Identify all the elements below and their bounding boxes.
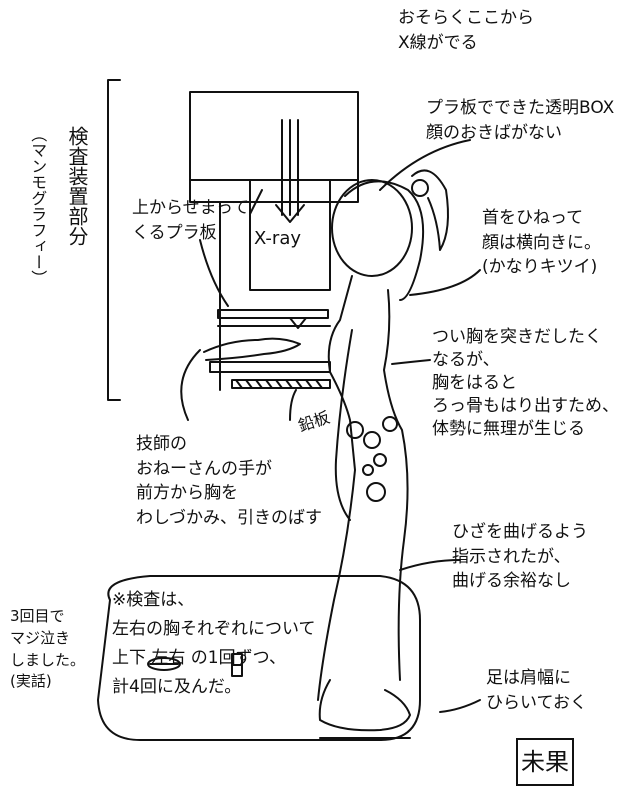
- arrow-lead: [289, 389, 297, 421]
- woman-head: [331, 179, 413, 277]
- technician-hand: [203, 337, 301, 361]
- label-upper-plate: 上からせまって くるプラ板: [132, 198, 250, 243]
- ponytail: [411, 169, 449, 251]
- label-plastic-box: プラ板でできた透明BOX 顔のおきばがない: [426, 98, 615, 143]
- woman-hair: [344, 180, 425, 301]
- arrow-knees: [399, 559, 461, 571]
- label-xray-source: おそらくここから X線がでる: [398, 8, 534, 53]
- arrow-feet: [439, 699, 481, 713]
- label-exam-note: ※検査は、 左右の胸それぞれについて 上下 左右 の1回ずつ、 計4回に及んだ。: [112, 590, 316, 697]
- label-device-section: 検査装置部分: [65, 126, 89, 246]
- label-knees: ひざを曲げるよう 指示されたが、 曲げる余裕なし: [452, 522, 588, 592]
- arrow-upper-plate: [199, 239, 229, 307]
- exam-note-bubble: [97, 575, 421, 741]
- upper-plate: [217, 309, 329, 319]
- arrow-plastic-box: [379, 139, 471, 191]
- woman-arm: [334, 329, 353, 521]
- lower-plate: [209, 361, 331, 373]
- woman-body: [317, 275, 356, 701]
- label-device-section-note: （マンモグラフィー）: [28, 126, 48, 286]
- label-technician: 技師の おねーさんの手が 前方から胸を わしづかみ、引きのばす: [136, 434, 322, 528]
- signature-stamp: 未果: [516, 738, 574, 786]
- label-feet: 足は肩幅に ひらいておく: [486, 668, 587, 713]
- machine-housing: [189, 91, 359, 203]
- woman-feet: [318, 679, 411, 732]
- arrow-neck: [409, 269, 481, 296]
- eye-horizontal-icon: [147, 657, 181, 671]
- label-chest: つい胸を突きだしたく なるが、 胸をはると ろっ骨もはり出すため、 体勢に無理が…: [432, 327, 619, 439]
- device-bracket: [107, 79, 121, 401]
- arrow-chest: [391, 359, 431, 365]
- arrow-technician: [180, 349, 201, 421]
- label-xray: X-ray: [254, 228, 302, 249]
- label-neck: 首をひねって 顔は横向きに。 (かなりキツイ): [482, 208, 601, 278]
- label-cried: 3回目で マジ泣き しました。 (実話): [10, 607, 86, 691]
